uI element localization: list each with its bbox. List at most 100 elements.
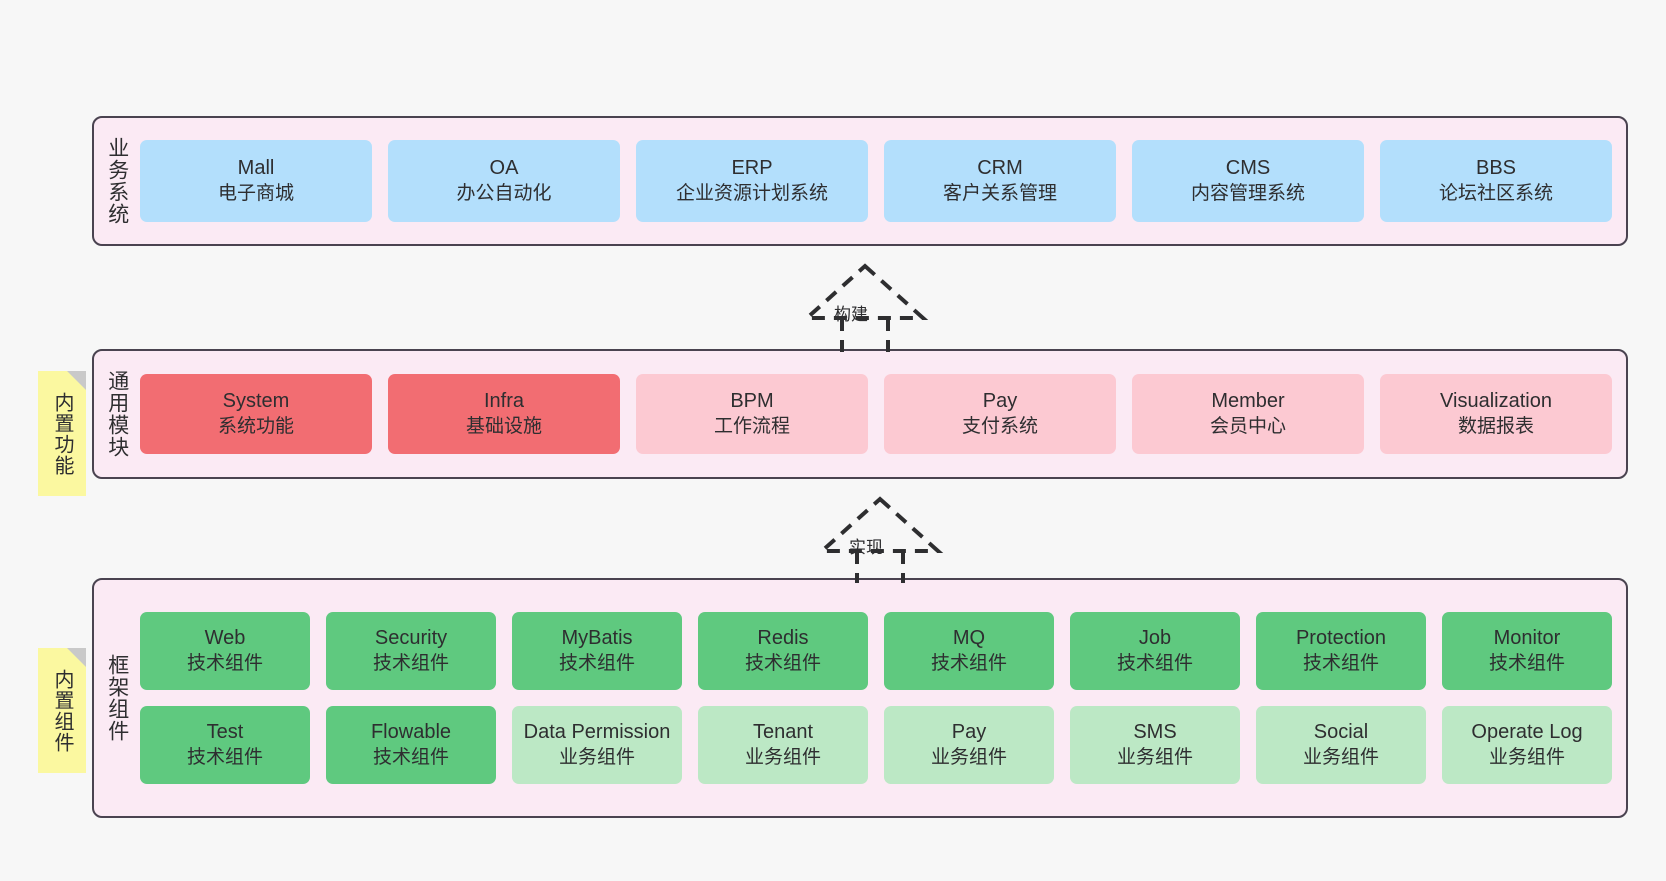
card-oa[interactable]: OA 办公自动化: [388, 140, 620, 222]
card-title: Social: [1313, 721, 1369, 744]
card-row: Web 技术组件 Security 技术组件 MyBatis 技术组件 Redi…: [140, 612, 1612, 690]
section-label-framework-components: 框架组件: [105, 654, 129, 742]
card-row: System 系统功能 Infra 基础设施 BPM 工作流程 Pay 支付系统…: [140, 374, 1612, 454]
card-title: BBS: [1475, 157, 1517, 180]
card-title: Flowable: [370, 721, 452, 744]
card-cms[interactable]: CMS 内容管理系统: [1132, 140, 1364, 222]
card-subtitle: 技术组件: [558, 652, 635, 674]
card-system[interactable]: System 系统功能: [140, 374, 372, 454]
card-title: Test: [206, 721, 244, 744]
note-builtin-components: 内置组件: [38, 648, 86, 773]
card-subtitle: 技术组件: [186, 652, 263, 674]
card-subtitle: 会员中心: [1209, 415, 1286, 437]
section-body-common-modules: System 系统功能 Infra 基础设施 BPM 工作流程 Pay 支付系统…: [140, 351, 1626, 477]
card-title: System: [222, 390, 290, 413]
card-title: Pay: [951, 721, 987, 744]
card-subtitle: 内容管理系统: [1190, 182, 1305, 204]
connector-implement: 实现: [805, 495, 955, 583]
card-subtitle: 技术组件: [1116, 652, 1193, 674]
card-title: Job: [1138, 627, 1172, 650]
note-builtin-functions: 内置功能: [38, 371, 86, 496]
card-data-permission[interactable]: Data Permission 业务组件: [512, 706, 682, 784]
card-subtitle: 业务组件: [930, 746, 1007, 768]
connector-label: 实现: [849, 538, 883, 557]
note-label: 内置组件: [51, 668, 73, 753]
card-title: Protection: [1295, 627, 1387, 650]
card-visualization[interactable]: Visualization 数据报表: [1380, 374, 1612, 454]
card-security[interactable]: Security 技术组件: [326, 612, 496, 690]
card-title: ERP: [731, 157, 773, 180]
card-row: Mall 电子商城 OA 办公自动化 ERP 企业资源计划系统 CRM 客户关系…: [140, 140, 1612, 222]
card-title: Web: [204, 627, 246, 650]
card-erp[interactable]: ERP 企业资源计划系统: [636, 140, 868, 222]
card-title: Operate Log: [1471, 721, 1583, 744]
card-pay-business[interactable]: Pay 业务组件: [884, 706, 1054, 784]
card-subtitle: 办公自动化: [456, 182, 552, 204]
card-test[interactable]: Test 技术组件: [140, 706, 310, 784]
card-title: SMS: [1133, 721, 1177, 744]
card-pay[interactable]: Pay 支付系统: [884, 374, 1116, 454]
card-subtitle: 技术组件: [930, 652, 1007, 674]
card-mall[interactable]: Mall 电子商城: [140, 140, 372, 222]
card-redis[interactable]: Redis 技术组件: [698, 612, 868, 690]
note-fold-corner-icon: [67, 648, 86, 667]
card-job[interactable]: Job 技术组件: [1070, 612, 1240, 690]
card-bpm[interactable]: BPM 工作流程: [636, 374, 868, 454]
card-tenant[interactable]: Tenant 业务组件: [698, 706, 868, 784]
card-title: MyBatis: [561, 627, 633, 650]
connector-build: 构建: [790, 262, 940, 352]
card-web[interactable]: Web 技术组件: [140, 612, 310, 690]
card-mq[interactable]: MQ 技术组件: [884, 612, 1054, 690]
card-subtitle: 技术组件: [186, 746, 263, 768]
card-subtitle: 工作流程: [713, 415, 790, 437]
dashed-generalization-arrow-icon: [816, 496, 944, 583]
card-subtitle: 企业资源计划系统: [675, 182, 828, 204]
dashed-generalization-arrow-icon: [801, 263, 929, 352]
card-title: Data Permission: [523, 721, 671, 744]
card-subtitle: 基础设施: [465, 415, 542, 437]
connector-label: 构建: [834, 305, 868, 324]
section-label-business-systems: 业务系统: [105, 137, 129, 225]
note-label: 内置功能: [51, 391, 73, 476]
note-fold-corner-icon: [67, 371, 86, 390]
card-member[interactable]: Member 会员中心: [1132, 374, 1364, 454]
card-title: MQ: [952, 627, 986, 650]
card-title: Pay: [982, 390, 1018, 413]
card-subtitle: 业务组件: [1302, 746, 1379, 768]
card-subtitle: 论坛社区系统: [1438, 182, 1553, 204]
card-title: Monitor: [1493, 627, 1561, 650]
section-body-framework-components: Web 技术组件 Security 技术组件 MyBatis 技术组件 Redi…: [140, 580, 1626, 816]
card-title: Security: [374, 627, 448, 650]
card-flowable[interactable]: Flowable 技术组件: [326, 706, 496, 784]
card-subtitle: 技术组件: [744, 652, 821, 674]
card-operate-log[interactable]: Operate Log 业务组件: [1442, 706, 1612, 784]
card-title: Visualization: [1440, 390, 1552, 413]
section-body-business-systems: Mall 电子商城 OA 办公自动化 ERP 企业资源计划系统 CRM 客户关系…: [140, 118, 1626, 244]
card-sms[interactable]: SMS 业务组件: [1070, 706, 1240, 784]
section-business-systems: 业务系统 Mall 电子商城 OA 办公自动化 ERP 企业资源计划系统 CRM…: [92, 116, 1628, 246]
card-subtitle: 电子商城: [217, 182, 294, 204]
card-subtitle: 技术组件: [372, 746, 449, 768]
section-label-common-modules: 通用模块: [105, 370, 129, 458]
card-title: CMS: [1225, 157, 1271, 180]
card-protection[interactable]: Protection 技术组件: [1256, 612, 1426, 690]
card-subtitle: 客户关系管理: [942, 182, 1057, 204]
card-monitor[interactable]: Monitor 技术组件: [1442, 612, 1612, 690]
card-subtitle: 技术组件: [1488, 652, 1565, 674]
card-bbs[interactable]: BBS 论坛社区系统: [1380, 140, 1612, 222]
card-title: Tenant: [752, 721, 814, 744]
card-subtitle: 技术组件: [1302, 652, 1379, 674]
card-title: OA: [489, 157, 519, 180]
card-row: Test 技术组件 Flowable 技术组件 Data Permission …: [140, 706, 1612, 784]
card-title: Infra: [483, 390, 525, 413]
card-social[interactable]: Social 业务组件: [1256, 706, 1426, 784]
card-infra[interactable]: Infra 基础设施: [388, 374, 620, 454]
card-subtitle: 系统功能: [217, 415, 294, 437]
card-title: CRM: [977, 157, 1023, 180]
section-framework-components: 框架组件 Web 技术组件 Security 技术组件 MyBatis 技术组件…: [92, 578, 1628, 818]
card-mybatis[interactable]: MyBatis 技术组件: [512, 612, 682, 690]
section-common-modules: 通用模块 System 系统功能 Infra 基础设施 BPM 工作流程 Pay…: [92, 349, 1628, 479]
card-crm[interactable]: CRM 客户关系管理: [884, 140, 1116, 222]
card-title: Redis: [757, 627, 809, 650]
card-subtitle: 数据报表: [1457, 415, 1534, 437]
